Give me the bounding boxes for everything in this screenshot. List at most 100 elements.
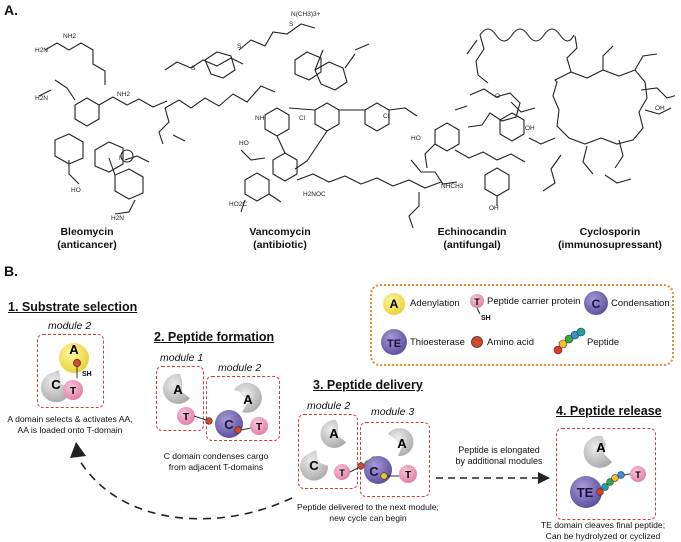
legend-amino-acid-label: Amino acid (487, 337, 534, 348)
legend-pcp-icon (470, 294, 484, 308)
step1-module-box (37, 334, 104, 408)
step3-diagram: A C T C A T (300, 419, 417, 484)
step4-caption-line2: Can be hydrolyzed or cyclized (545, 531, 661, 541)
molecule-activity-vancomycin: (antibiotic) (253, 239, 307, 251)
vancomycin-structure (240, 43, 458, 229)
step3-module-a-label: module 2 (307, 400, 351, 412)
svg-text:T: T (183, 412, 189, 423)
legend-adenylation-icon (383, 293, 405, 315)
svg-text:NH2: NH2 (63, 33, 76, 40)
step3-title: 3. Peptide delivery (313, 378, 423, 392)
molecule-activity-echinocandin: (antifungal) (443, 239, 501, 251)
svg-text:H2NOC: H2NOC (303, 191, 326, 198)
panel-a-label: A. (4, 2, 18, 18)
step1-module-label: module 2 (48, 320, 92, 332)
svg-text:Cl: Cl (383, 113, 390, 120)
svg-text:OH: OH (525, 125, 535, 132)
svg-text:S: S (191, 65, 196, 72)
step1-diagram: A C T SH (41, 342, 92, 403)
svg-text:N: N (119, 155, 124, 162)
elongation-note-line1: Peptide is elongated (458, 445, 540, 455)
svg-text:OH: OH (655, 105, 665, 112)
svg-text:A: A (596, 440, 606, 455)
legend-peptide-label: Peptide (587, 337, 620, 348)
svg-text:C: C (309, 458, 319, 473)
step4-diagram: A TE T (570, 435, 646, 508)
svg-text:HO2C: HO2C (229, 201, 247, 208)
svg-text:HO: HO (411, 135, 421, 142)
step4-title: 4. Peptide release (556, 404, 662, 418)
svg-text:TE: TE (577, 485, 594, 500)
svg-text:O: O (495, 93, 500, 100)
step2-module-a-box (156, 366, 204, 431)
svg-text:H2N: H2N (35, 47, 48, 54)
legend-thioesterase-icon (381, 329, 407, 355)
svg-text:NH: NH (255, 115, 265, 122)
step4-module-box (556, 428, 656, 520)
molecule-activity-bleomycin: (anticancer) (57, 239, 117, 251)
svg-text:S: S (237, 43, 242, 50)
svg-text:HO: HO (71, 187, 81, 194)
svg-text:NHCH3: NHCH3 (441, 183, 464, 190)
step2-diagram: A T C A T (163, 373, 268, 438)
legend-symbols: A T SH C TE (381, 291, 608, 355)
svg-text:OH: OH (489, 205, 499, 212)
svg-text:SH: SH (82, 371, 92, 378)
panel-b-label: B. (4, 263, 18, 279)
svg-text:A: A (243, 392, 253, 407)
svg-text:Cl: Cl (299, 115, 306, 122)
step1-caption-line1: A domain selects & activates AA, (7, 414, 133, 424)
step2-module-b-label: module 2 (218, 362, 262, 374)
cyclosporin-structure (510, 35, 675, 192)
cycle-return-arrow (70, 442, 293, 520)
legend-pcp-label: Peptide carrier protein (487, 296, 581, 307)
svg-text:NH2: NH2 (117, 91, 130, 98)
svg-text:T: T (339, 468, 345, 478)
svg-text:T: T (70, 386, 76, 397)
legend-adenylation-label: Adenylation (410, 298, 460, 309)
svg-text:C: C (224, 417, 234, 432)
svg-text:T: T (635, 470, 641, 480)
echinocandin-structure (424, 28, 575, 206)
molecule-name-echinocandin: Echinocandin (437, 226, 507, 238)
bleomycin-structure (38, 23, 316, 215)
svg-text:S: S (289, 21, 294, 28)
step3-module-a-box (298, 414, 358, 489)
svg-text:A: A (173, 382, 183, 397)
step2-module-a-label: module 1 (160, 352, 204, 364)
elongation-arrow (436, 472, 550, 484)
step1-caption-line2: AA is loaded onto T-domain (17, 425, 123, 435)
svg-text:C: C (592, 297, 601, 311)
svg-text:TE: TE (387, 338, 401, 350)
svg-text:H2N: H2N (111, 215, 124, 222)
svg-text:C: C (369, 464, 379, 479)
svg-text:A: A (390, 297, 399, 311)
legend-condensation-icon (584, 291, 608, 315)
molecule-name-cyclosporin: Cyclosporin (579, 226, 641, 238)
legend-thioesterase-label: Thioesterase (410, 337, 465, 348)
step2-module-b-box (206, 376, 280, 441)
svg-text:C: C (51, 377, 61, 392)
sidechain-label: N(CH3)3+ (291, 11, 321, 18)
molecule-name-bleomycin: Bleomycin (60, 226, 114, 238)
svg-text:H2N: H2N (35, 95, 48, 102)
svg-text:T: T (405, 470, 411, 481)
step4-caption-line1: TE domain cleaves final peptide; (540, 520, 666, 530)
legend-box (370, 284, 674, 366)
svg-text:A: A (329, 426, 339, 441)
svg-text:SH: SH (481, 315, 491, 322)
elongation-note-line2: by additional modules (455, 456, 543, 466)
svg-text:A: A (397, 436, 407, 451)
legend-peptide-icon (553, 327, 586, 355)
step3-module-b-box (360, 422, 430, 497)
svg-text:T: T (474, 297, 480, 307)
step3-module-b-label: module 3 (371, 406, 415, 418)
step2-caption-line1: C domain condenses cargo (163, 451, 269, 461)
step3-caption-line1: Peptide delivered to the next module; (297, 502, 439, 512)
legend-condensation-label: Condensation (611, 298, 670, 309)
svg-text:A: A (69, 342, 79, 357)
step1-title: 1. Substrate selection (8, 300, 138, 314)
svg-text:T: T (256, 422, 262, 433)
molecule-activity-cyclosporin: (immunosupressant) (558, 239, 662, 251)
